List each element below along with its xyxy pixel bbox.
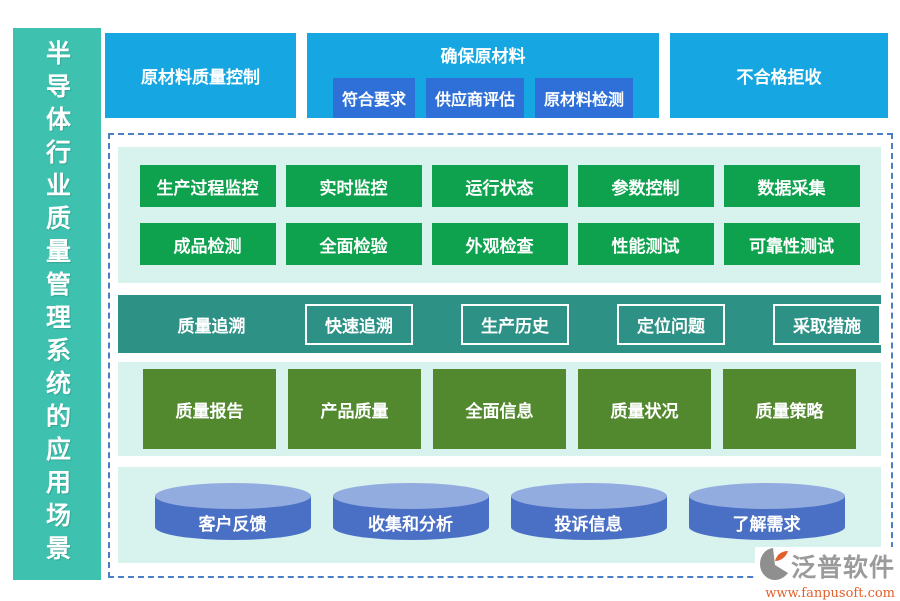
node-product-quality: 产品质量 bbox=[288, 369, 421, 449]
fanpu-logo-top: 泛普软件 bbox=[759, 547, 895, 585]
fanpu-logo-icon bbox=[759, 547, 789, 585]
node-parameter-control: 参数控制 bbox=[577, 165, 714, 207]
ensure-raw-material-title: 确保原材料 bbox=[440, 47, 526, 67]
fanpu-logo-text: 泛普软件 bbox=[790, 553, 895, 582]
node-quick-trace: 快速追溯 bbox=[305, 303, 413, 345]
cylinder-top-icon bbox=[154, 483, 311, 509]
node-finished-product-testing: 成品检测 bbox=[139, 223, 276, 265]
feedback-panel: 客户反馈 收集和分析 投诉信息 了解需求 bbox=[118, 467, 881, 563]
node-reliability-testing: 可靠性测试 bbox=[723, 223, 860, 265]
node-appearance-inspection: 外观检查 bbox=[431, 223, 568, 265]
cylinder-complaint-info: 投诉信息 bbox=[510, 483, 667, 547]
tag-meet-requirements: 符合要求 bbox=[332, 78, 415, 118]
cylinder-customer-feedback: 客户反馈 bbox=[154, 483, 311, 547]
sidebar-banner: 半导体行业质量管理系统的应用场景 bbox=[13, 28, 101, 580]
node-realtime-monitoring: 实时监控 bbox=[285, 165, 422, 207]
node-quality-strategy: 质量策略 bbox=[723, 369, 856, 449]
fanpu-logo-url: www.fanpusoft.com bbox=[765, 586, 895, 601]
node-quality-report: 质量报告 bbox=[143, 369, 276, 449]
ensure-raw-material-box: 确保原材料 符合要求 供应商评估 原材料检测 bbox=[307, 33, 659, 118]
trace-label: 质量追溯 bbox=[177, 316, 246, 337]
trace-band: 质量追溯 快速追溯 生产历史 定位问题 采取措施 bbox=[118, 295, 881, 353]
node-take-measures: 采取措施 bbox=[773, 303, 881, 345]
process-row-1: 生产过程监控 实时监控 运行状态 参数控制 数据采集 bbox=[118, 165, 881, 207]
node-comprehensive-info: 全面信息 bbox=[433, 369, 566, 449]
cylinder-understand-needs: 了解需求 bbox=[688, 483, 845, 547]
tag-supplier-evaluation: 供应商评估 bbox=[425, 78, 524, 118]
raw-material-control-label: 原材料质量控制 bbox=[141, 68, 260, 88]
top-row: 原材料质量控制 确保原材料 符合要求 供应商评估 原材料检测 不合格拒收 bbox=[105, 33, 888, 118]
ensure-raw-material-items: 符合要求 供应商评估 原材料检测 bbox=[332, 78, 634, 118]
reject-nonconforming-label: 不合格拒收 bbox=[736, 68, 822, 88]
sidebar-title: 半导体行业质量管理系统的应用场景 bbox=[42, 40, 72, 568]
cylinder-top-icon bbox=[688, 483, 845, 509]
node-full-inspection: 全面检验 bbox=[285, 223, 422, 265]
cylinder-top-icon bbox=[510, 483, 667, 509]
tag-raw-material-testing: 原材料检测 bbox=[535, 78, 634, 118]
node-quality-status: 质量状况 bbox=[578, 369, 711, 449]
process-panel: 生产过程监控 实时监控 运行状态 参数控制 数据采集 成品检测 全面检验 外观检… bbox=[118, 147, 881, 283]
reject-nonconforming-box: 不合格拒收 bbox=[670, 33, 888, 118]
fanpu-logo: 泛普软件 www.fanpusoft.com bbox=[754, 547, 895, 601]
report-panel: 质量报告 产品质量 全面信息 质量状况 质量策略 bbox=[118, 362, 881, 456]
raw-material-control-box: 原材料质量控制 bbox=[105, 33, 296, 118]
node-production-history: 生产历史 bbox=[461, 303, 569, 345]
node-running-status: 运行状态 bbox=[431, 165, 568, 207]
cylinder-collect-analyze: 收集和分析 bbox=[332, 483, 489, 547]
node-locate-problems: 定位问题 bbox=[617, 303, 725, 345]
node-production-process-monitoring: 生产过程监控 bbox=[139, 165, 276, 207]
process-row-2: 成品检测 全面检验 外观检查 性能测试 可靠性测试 bbox=[118, 223, 881, 265]
node-data-collection: 数据采集 bbox=[723, 165, 860, 207]
main-diagram-container: 生产过程监控 实时监控 运行状态 参数控制 数据采集 成品检测 全面检验 外观检… bbox=[108, 133, 893, 578]
node-performance-testing: 性能测试 bbox=[577, 223, 714, 265]
cylinder-top-icon bbox=[332, 483, 489, 509]
